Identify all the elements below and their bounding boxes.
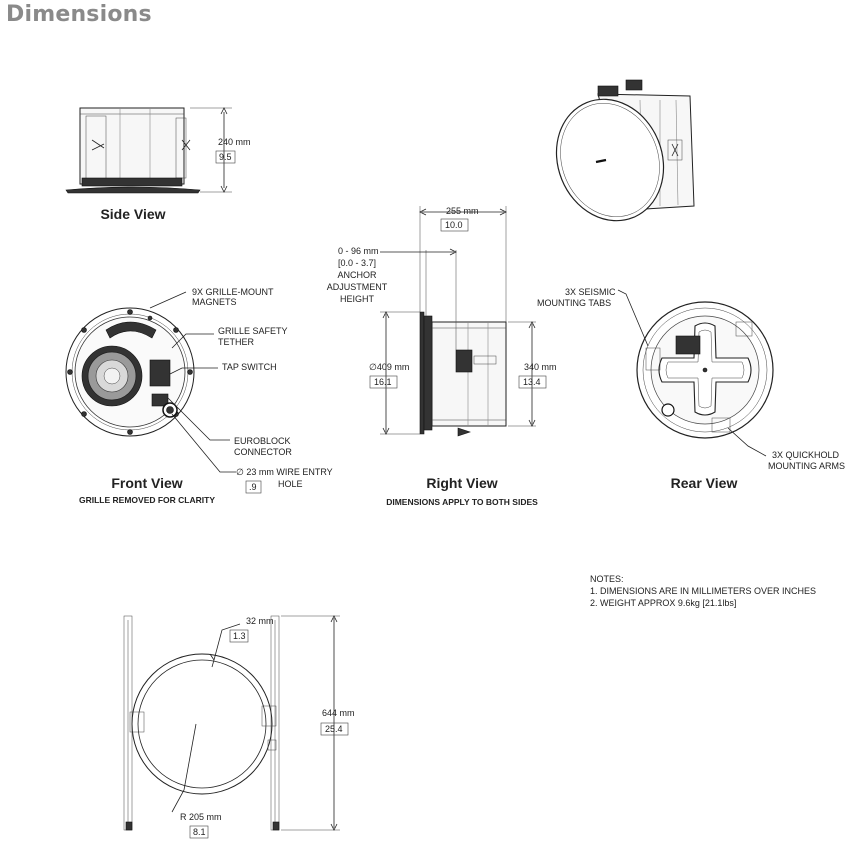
iso-view-logo-icon [595,158,607,164]
front-view-handle [105,321,157,339]
front-callout-wire-2: HOLE [278,479,303,489]
right-width-mm: 255 mm [446,206,479,216]
front-view-title: Front View [111,475,182,491]
right-anchor-mm: 0 - 96 mm [338,246,379,256]
right-view-subtitle: DIMENSIONS APPLY TO BOTH SIDES [386,497,538,507]
side-view-collar [81,177,183,187]
iso-view [555,79,695,222]
side-view-title: Side View [100,206,165,222]
notes-item-1: 1. DIMENSIONS ARE IN MILLIMETERS OVER IN… [590,586,816,596]
rear-view-label-plate [675,335,701,355]
rear-callout-seismic-2: MOUNTING TABS [537,298,611,308]
right-view-body [431,321,507,427]
front-callout-tap: TAP SWITCH [222,362,277,372]
ring-height-in: 25.4 [325,724,343,734]
ring-radius-in: 8.1 [193,827,206,837]
front-wire-in: .9 [249,482,257,492]
ring-height-mm: 644 mm [322,708,355,718]
right-anchor-label-1: ANCHOR [337,270,377,280]
front-callout-wire-1: ∅ 23 mm WIRE ENTRY [236,467,333,477]
right-height-mm: 340 mm [524,362,557,372]
right-view-grille-edge [419,311,425,435]
rear-view-title: Rear View [671,475,738,491]
front-view-subtitle: GRILLE REMOVED FOR CLARITY [79,495,215,505]
rear-callout-seismic-1: 3X SEISMIC [565,287,616,297]
iso-view-grille [555,98,665,222]
rear-view-wire-hole [661,403,675,417]
front-callout-tether-1: GRILLE SAFETY [218,326,288,336]
right-view-title: Right View [426,475,497,491]
right-width-in: 10.0 [445,220,463,230]
notes-heading: NOTES: [590,574,624,584]
iso-view-tab-1 [597,85,619,97]
front-view: 9X GRILLE-MOUNT MAGNETS GRILLE SAFETY TE… [65,287,333,505]
notes-item-2: 2. WEIGHT APPROX 9.6kg [21.1lbs] [590,598,736,608]
front-callout-euro-2: CONNECTOR [234,447,292,457]
front-callout-euro-1: EUROBLOCK [234,436,291,446]
rear-view: 3X SEISMIC MOUNTING TABS 3X QUICKHOLD MO… [537,287,845,491]
right-anchor-label-3: HEIGHT [340,294,375,304]
right-view-bracket [455,349,473,373]
right-anchor-in: [0.0 - 3.7] [338,258,376,268]
ring-width-mm: 32 mm [246,616,274,626]
right-diameter-mm: ∅409 mm [369,362,409,372]
rear-view-arm-3 [711,417,731,433]
ring-view: 32 mm 1.3 644 mm 25.4 R 205 mm 8.1 [123,615,355,839]
rear-view-arm-1 [645,347,661,371]
iso-view-tab-2 [625,79,643,91]
notes: NOTES: 1. DIMENSIONS ARE IN MILLIMETERS … [590,574,816,608]
rear-callout-quick-1: 3X QUICKHOLD [772,450,840,460]
ring-view-outer [131,653,273,795]
right-anchor-label-2: ADJUSTMENT [327,282,388,292]
front-callout-magnets-2: MAGNETS [192,297,237,307]
side-view-height-mm: 240 mm [218,137,251,147]
side-view-body [79,107,185,185]
side-view-flange [65,186,201,194]
ring-radius-mm: R 205 mm [180,812,222,822]
front-callout-tether-2: TETHER [218,337,255,347]
right-view-flange [423,315,433,431]
side-view-height-in: 9.5 [219,152,232,162]
right-view: 255 mm 10.0 0 - 96 mm [0.0 - 3.7] ANCHOR… [327,206,557,507]
right-height-in: 13.4 [523,377,541,387]
page-title: Dimensions [6,2,152,27]
front-callout-magnets-1: 9X GRILLE-MOUNT [192,287,274,297]
ring-view-inner [137,659,267,789]
ring-width-in: 1.3 [233,631,246,641]
rear-view-arm-2 [735,321,753,337]
right-diameter-in: 16.1 [374,377,392,387]
side-view: 240 mm 9.5 Side View [65,107,251,222]
front-view-euroblock [151,393,169,407]
rear-callout-quick-2: MOUNTING ARMS [768,461,845,471]
front-view-tap-switch [149,359,171,387]
iso-view-tab-3 [667,139,683,161]
